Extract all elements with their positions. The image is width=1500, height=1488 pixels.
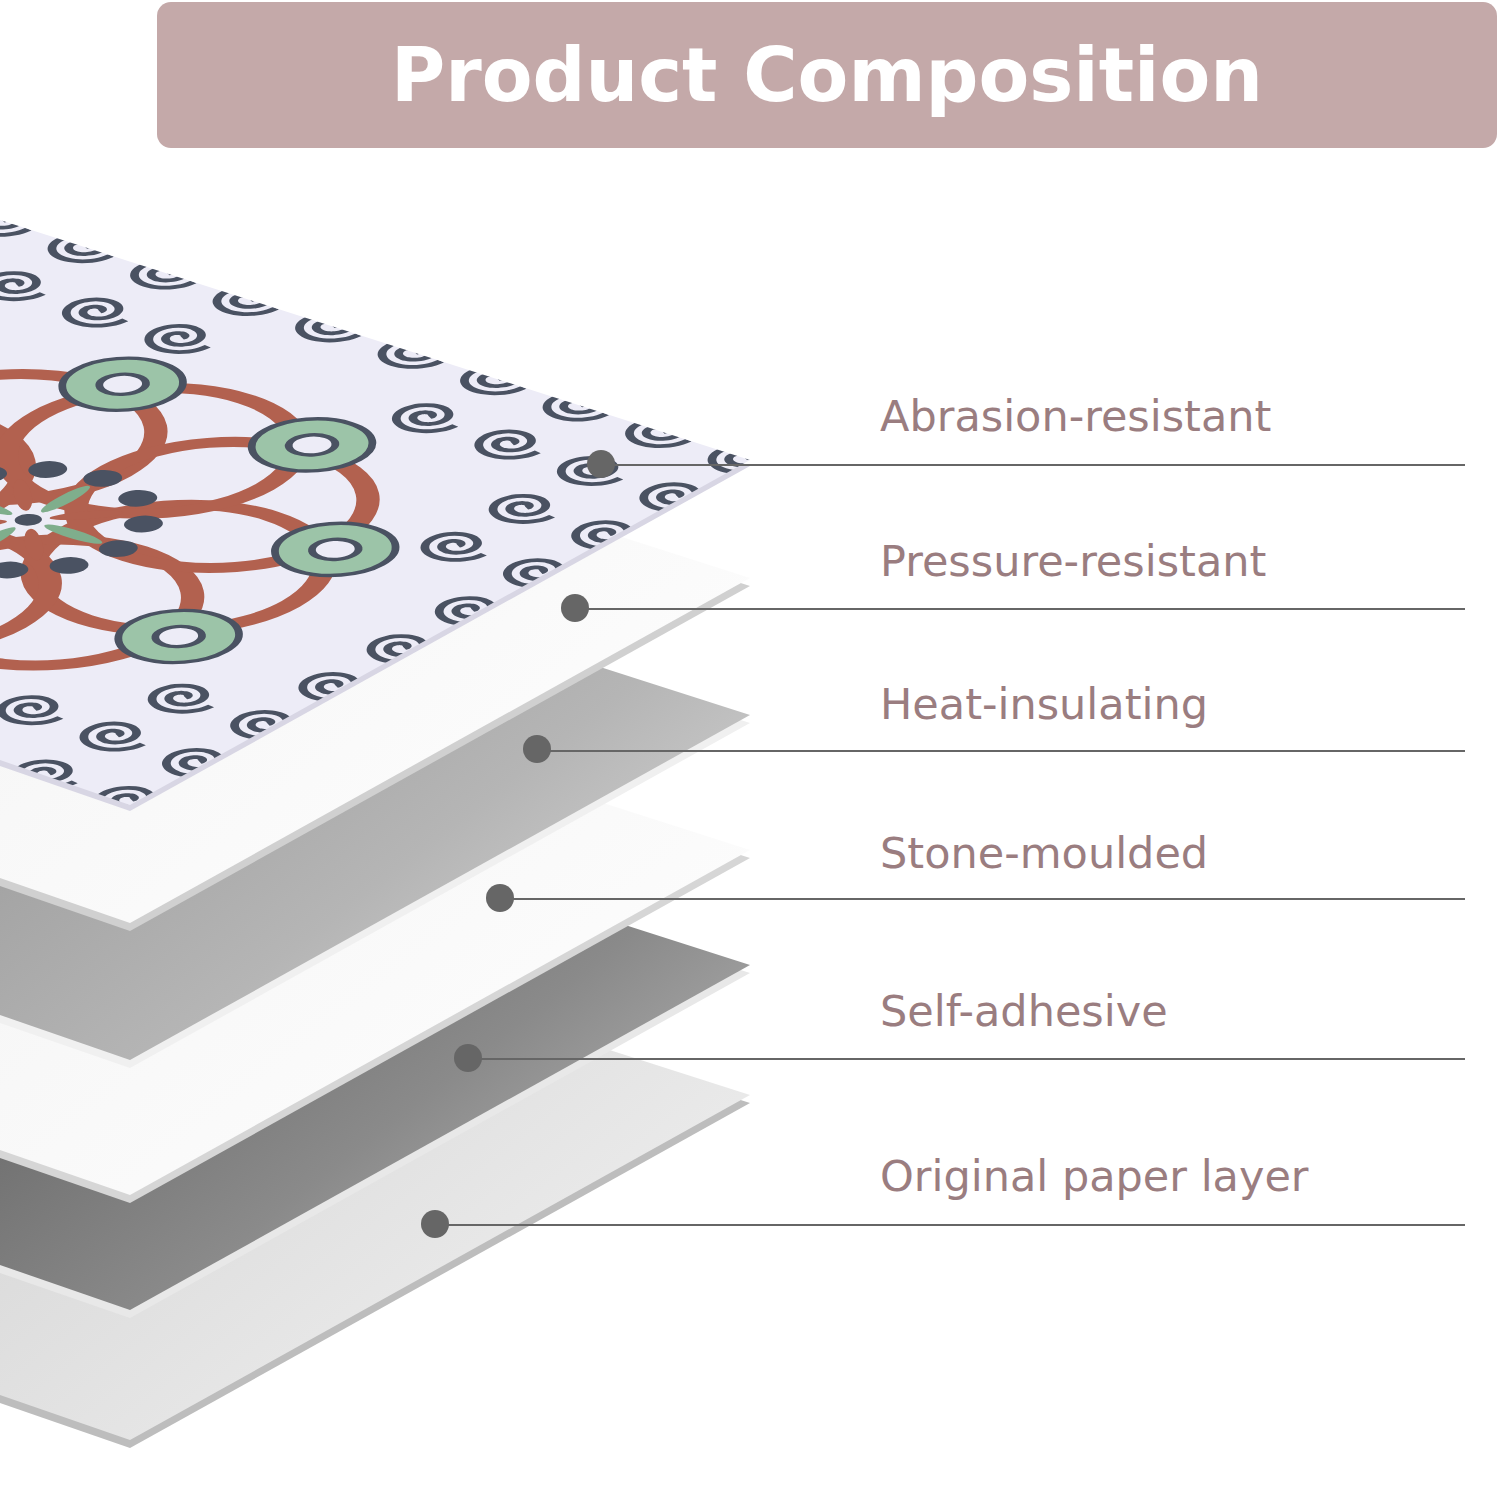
layer-label: Original paper layer xyxy=(880,1152,1309,1201)
layer-label: Abrasion-resistant xyxy=(880,392,1271,441)
leaf xyxy=(0,518,8,531)
dot xyxy=(42,554,97,577)
leaf xyxy=(0,525,21,556)
swirl xyxy=(54,295,141,332)
swirl xyxy=(481,491,568,528)
swirl xyxy=(369,336,456,373)
swirl xyxy=(287,310,374,347)
swirl xyxy=(563,518,650,555)
flower-center xyxy=(90,370,156,398)
swirl xyxy=(358,632,445,669)
swirl xyxy=(452,363,539,400)
swirl xyxy=(136,321,223,358)
swirl xyxy=(534,389,621,426)
swirl xyxy=(495,556,582,593)
leaf xyxy=(49,509,124,522)
leaf xyxy=(22,528,46,561)
swirl xyxy=(0,731,8,768)
green-flowers xyxy=(0,305,531,734)
swirl xyxy=(0,693,76,730)
layer-label: Self-adhesive xyxy=(880,987,1168,1036)
swirl xyxy=(140,681,227,718)
red-loops xyxy=(0,315,508,725)
flower xyxy=(0,619,19,692)
swirl xyxy=(0,269,58,306)
layer-label: Pressure-resistant xyxy=(880,537,1266,586)
leaf xyxy=(11,479,35,512)
flower xyxy=(94,600,264,673)
swirl xyxy=(204,283,291,320)
flower xyxy=(227,409,397,482)
title: Product Composition xyxy=(157,2,1497,148)
swirl xyxy=(0,204,44,241)
swirl-ornaments xyxy=(0,204,787,820)
dot xyxy=(0,462,15,485)
swirl xyxy=(412,529,499,566)
pattern-layer xyxy=(0,204,787,820)
swirl xyxy=(39,231,126,268)
leaf xyxy=(39,522,107,546)
swirl xyxy=(427,594,514,631)
swirl xyxy=(86,783,173,820)
flower-center xyxy=(302,535,368,563)
layer-label: Heat-insulating xyxy=(880,680,1208,729)
leader-lines xyxy=(435,465,1465,1225)
star-center xyxy=(9,512,47,528)
swirl xyxy=(617,415,704,452)
swirl xyxy=(222,707,309,744)
swirl xyxy=(122,257,209,294)
dot xyxy=(0,558,36,581)
swirl xyxy=(154,745,241,782)
flower xyxy=(250,513,420,586)
swirl xyxy=(290,670,377,707)
flower-center xyxy=(279,431,345,459)
dot xyxy=(20,458,75,481)
dark-dots xyxy=(0,438,220,602)
swirl xyxy=(466,427,553,464)
flower-center xyxy=(146,622,212,650)
leader-dots xyxy=(421,450,615,1238)
leaf xyxy=(35,484,96,515)
swirl xyxy=(631,480,718,517)
dot xyxy=(116,512,171,535)
swirl xyxy=(699,442,786,479)
layer-label: Stone-moulded xyxy=(880,829,1208,878)
swirl xyxy=(384,401,471,438)
swirl xyxy=(3,757,90,794)
dot xyxy=(110,487,165,510)
swirl xyxy=(71,719,158,756)
flower xyxy=(38,348,208,421)
leaves xyxy=(0,462,163,577)
